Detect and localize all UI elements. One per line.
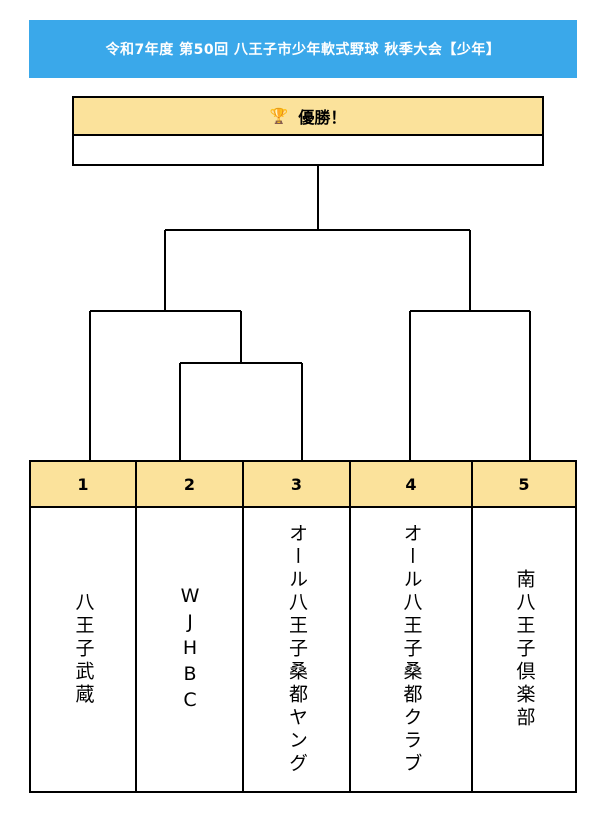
tournament-title: 令和7年度 第50回 八王子市少年軟式野球 秋季大会【少年】	[105, 42, 501, 58]
team-name: WJHBC	[179, 584, 201, 715]
team-name-cell: 南八王子倶楽部	[473, 508, 575, 791]
tournament-title-banner: 令和7年度 第50回 八王子市少年軟式野球 秋季大会【少年】	[29, 20, 577, 78]
team-name: 八王子武蔵	[72, 592, 95, 707]
team-name: オール八王子桑都クラブ	[400, 523, 423, 776]
team-column: 3 オール八王子桑都ヤング	[244, 462, 351, 791]
seed-number: 4	[351, 462, 471, 508]
team-name-cell: 八王子武蔵	[31, 508, 135, 791]
champion-header: 🏆 優勝！	[74, 98, 542, 136]
champion-box: 🏆 優勝！	[72, 96, 544, 166]
team-column: 2 WJHBC	[137, 462, 244, 791]
team-column: 1 八王子武蔵	[31, 462, 137, 791]
team-name: 南八王子倶楽部	[513, 569, 536, 730]
team-column: 4 オール八王子桑都クラブ	[351, 462, 473, 791]
team-name-cell: WJHBC	[137, 508, 242, 791]
seed-number: 3	[244, 462, 349, 508]
team-column: 5 南八王子倶楽部	[473, 462, 575, 791]
seed-number: 2	[137, 462, 242, 508]
champion-label: 優勝！	[298, 108, 347, 127]
trophy-icon: 🏆	[269, 106, 289, 125]
team-name-cell: オール八王子桑都クラブ	[351, 508, 471, 791]
team-name: オール八王子桑都ヤング	[286, 523, 308, 776]
team-table: 1 八王子武蔵 2 WJHBC 3 オール八王子桑都ヤング 4 オール八王子桑都…	[29, 460, 577, 793]
team-name-cell: オール八王子桑都ヤング	[244, 508, 349, 791]
seed-number: 1	[31, 462, 135, 508]
seed-number: 5	[473, 462, 575, 508]
